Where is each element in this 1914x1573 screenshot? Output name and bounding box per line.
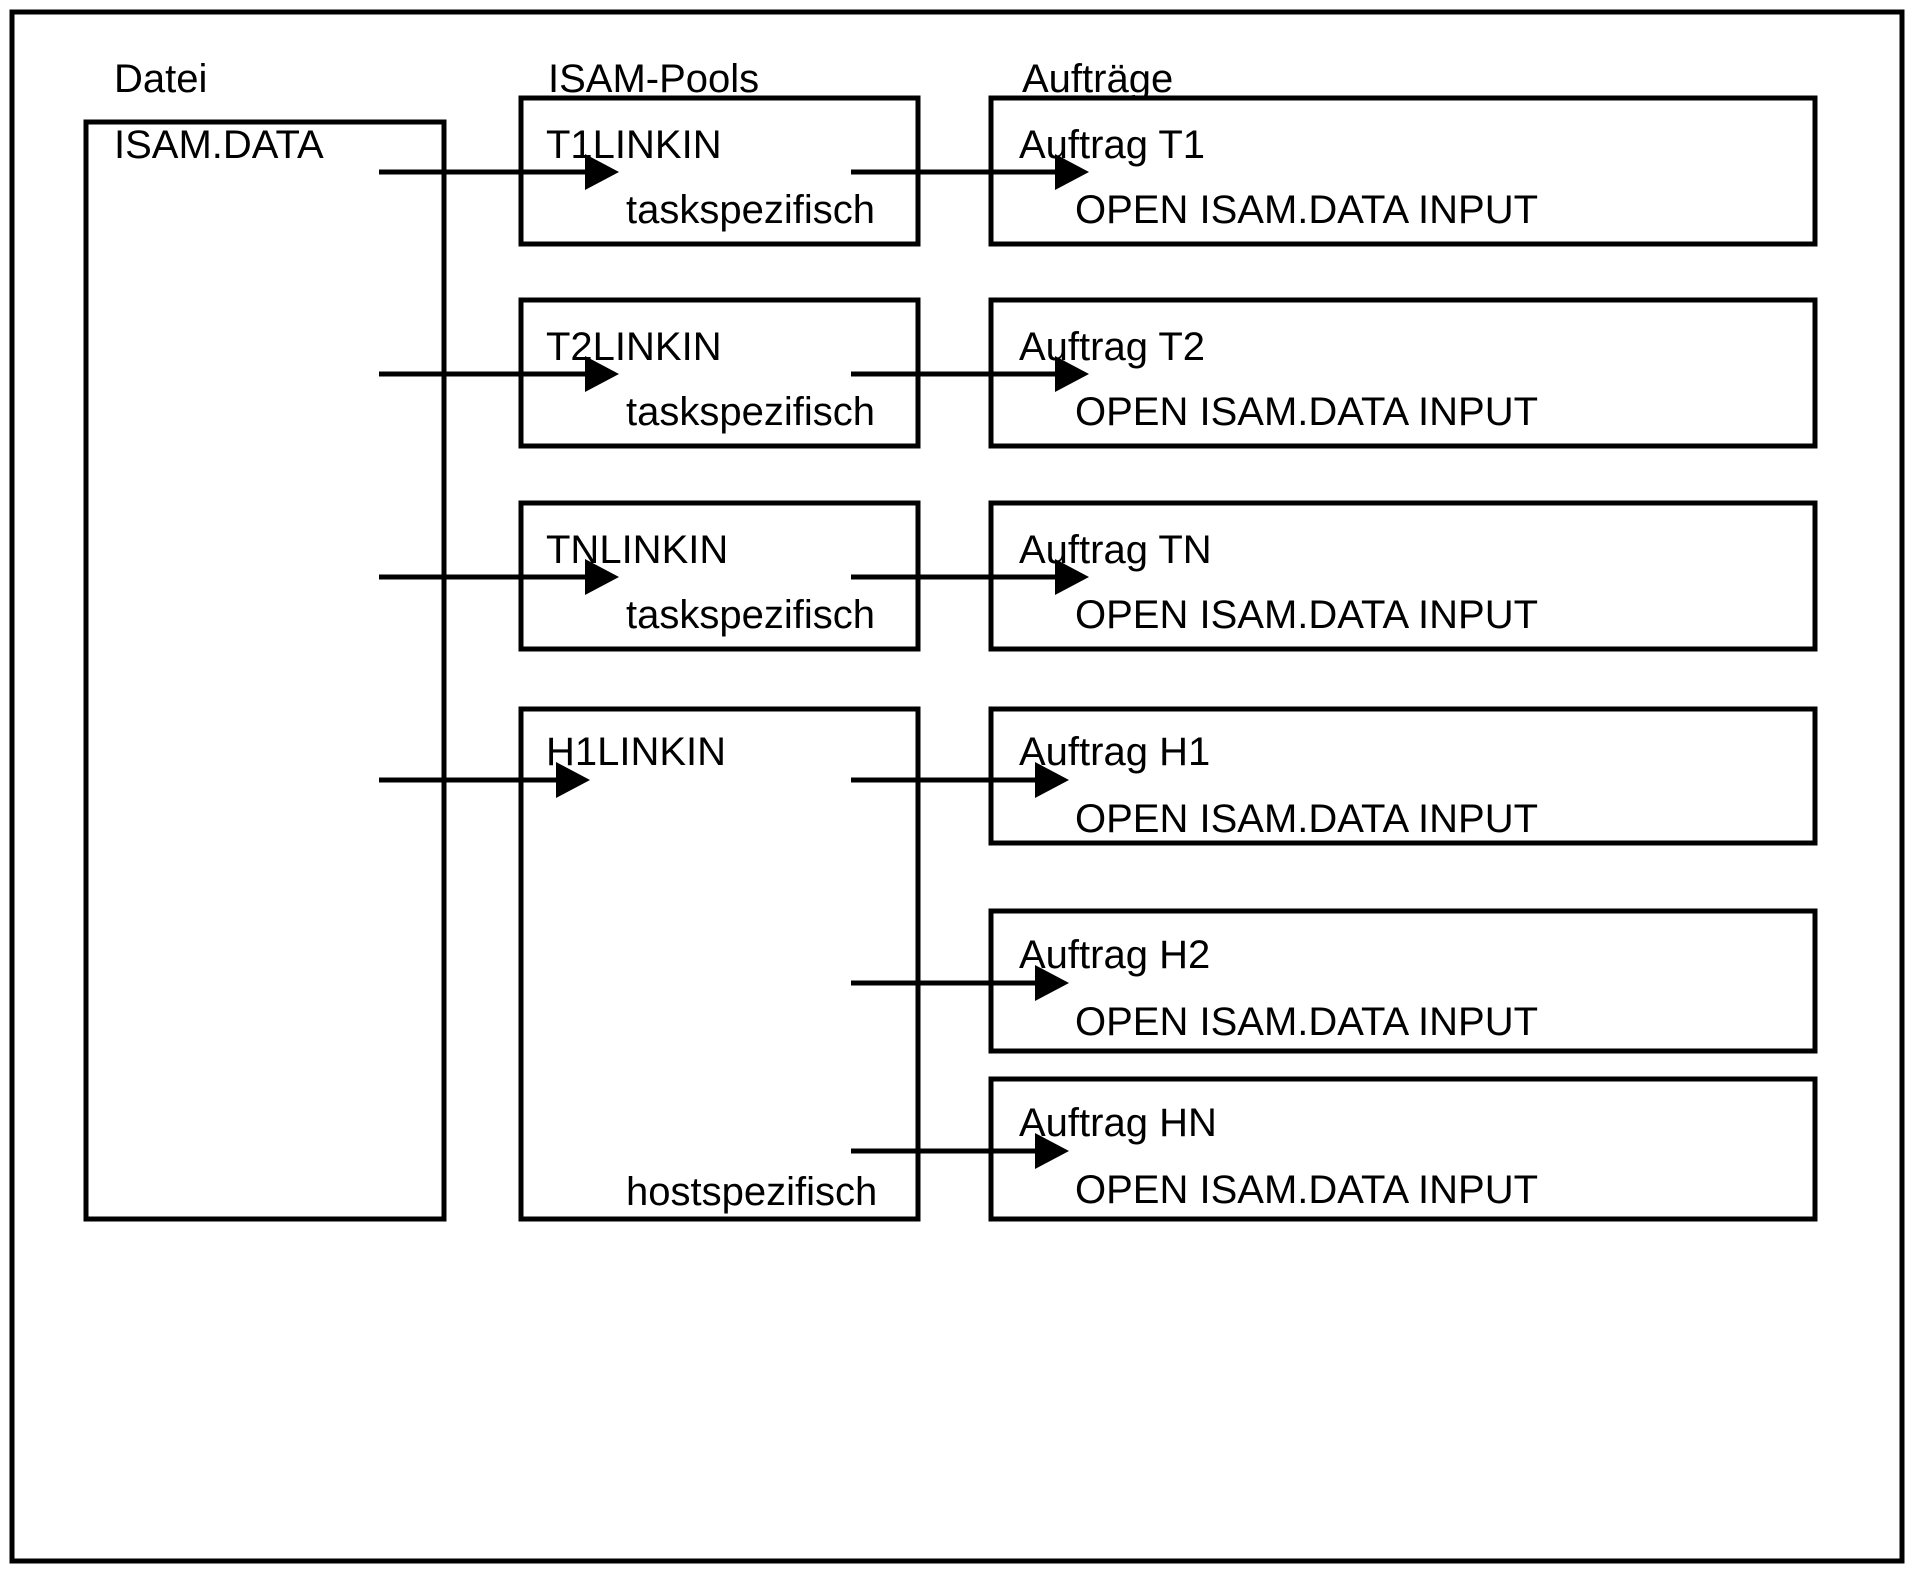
pool-title-tnlinkin: TNLINKIN	[546, 528, 728, 572]
pool-title-t2linkin: T2LINKIN	[546, 325, 722, 369]
job-box-auftrag-h1	[988, 706, 1818, 846]
job-title-auftrag-hn: Auftrag HN	[1019, 1101, 1217, 1145]
pool-scope-h1linkin: hostspezifisch	[626, 1170, 877, 1214]
job-statement-auftrag-tn: OPEN ISAM.DATA INPUT	[1075, 593, 1538, 637]
arrow-file-to-t1linkin	[379, 154, 619, 190]
pool-title-t1linkin: T1LINKIN	[546, 123, 722, 167]
column-header-isam-pools: ISAM-Pools	[548, 57, 759, 101]
column-header-auftraege: Aufträge	[1022, 57, 1173, 101]
pool-title-h1linkin: H1LINKIN	[546, 730, 726, 774]
job-title-auftrag-t1: Auftrag T1	[1019, 123, 1205, 167]
pool-scope-t1linkin: taskspezifisch	[626, 188, 875, 232]
job-statement-auftrag-hn: OPEN ISAM.DATA INPUT	[1075, 1168, 1538, 1212]
arrow-tnlinkin-to-auftrag-tn	[851, 559, 1089, 595]
outer-frame	[9, 9, 1905, 1564]
column-header-datei: Datei	[114, 57, 207, 101]
pool-box-h1linkin	[518, 706, 921, 1222]
pool-scope-t2linkin: taskspezifisch	[626, 390, 875, 434]
arrow-file-to-t2linkin	[379, 356, 619, 392]
arrow-t1linkin-to-auftrag-t1	[851, 154, 1089, 190]
arrow-file-to-tnlinkin	[379, 559, 619, 595]
file-box	[83, 119, 447, 1222]
arrow-file-to-h1linkin	[379, 762, 590, 798]
job-title-auftrag-h1: Auftrag H1	[1019, 730, 1210, 774]
job-statement-auftrag-t1: OPEN ISAM.DATA INPUT	[1075, 188, 1538, 232]
job-statement-auftrag-h2: OPEN ISAM.DATA INPUT	[1075, 1000, 1538, 1044]
job-statement-auftrag-h1: OPEN ISAM.DATA INPUT	[1075, 797, 1538, 841]
job-title-auftrag-h2: Auftrag H2	[1019, 933, 1210, 977]
job-title-auftrag-t2: Auftrag T2	[1019, 325, 1205, 369]
job-statement-auftrag-t2: OPEN ISAM.DATA INPUT	[1075, 390, 1538, 434]
arrow-t2linkin-to-auftrag-t2	[851, 356, 1089, 392]
arrow-h1linkin-to-auftrag-hn	[851, 1133, 1069, 1169]
file-box-label: ISAM.DATA	[114, 123, 324, 167]
arrow-h1linkin-to-auftrag-h2	[851, 965, 1069, 1001]
arrow-h1linkin-to-auftrag-h1	[851, 762, 1069, 798]
job-title-auftrag-tn: Auftrag TN	[1019, 528, 1212, 572]
pool-scope-tnlinkin: taskspezifisch	[626, 593, 875, 637]
